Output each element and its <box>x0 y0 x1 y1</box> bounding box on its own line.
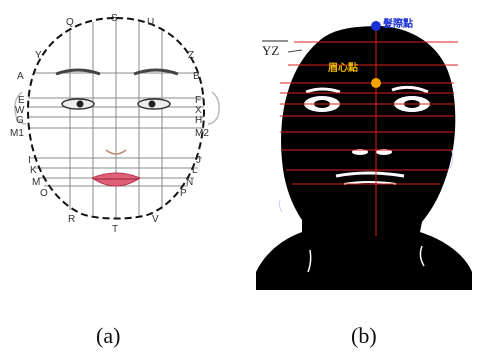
caption-a: (a) <box>96 323 121 348</box>
right-brow-blob <box>391 85 429 94</box>
label-e: E <box>18 95 25 106</box>
label-w: W <box>15 105 25 116</box>
hairline-point-dot <box>371 21 381 31</box>
panel-b-binary-face: 髮際點 眉心點 YZ <box>240 0 478 300</box>
label-m2: M2 <box>195 128 209 139</box>
left-pupil <box>76 100 84 108</box>
mouth-blob <box>335 171 405 178</box>
label-s: S <box>111 13 118 24</box>
red-reference-lines <box>280 26 458 236</box>
label-i: I <box>28 155 31 166</box>
right-ear <box>207 91 220 125</box>
label-j: J <box>196 155 201 166</box>
label-f: F <box>195 95 201 106</box>
label-n: N <box>186 177 193 188</box>
label-g: G <box>16 115 24 126</box>
hairline-point-label: 髮際點 <box>382 17 413 30</box>
label-b: B <box>193 71 200 82</box>
label-m: M <box>32 177 40 188</box>
binary-face-svg: 髮際點 眉心點 YZ <box>256 17 472 290</box>
label-x: X <box>195 105 202 116</box>
label-v: V <box>152 214 159 225</box>
label-k: K <box>30 165 37 176</box>
yz-line-label: YZ <box>262 43 279 58</box>
caption-b: (b) <box>351 323 377 348</box>
label-a: A <box>17 71 24 82</box>
label-u: U <box>147 17 154 28</box>
label-l: L <box>192 165 198 176</box>
label-r: R <box>68 214 75 225</box>
panel-a-face-grid: Q S U Y A E W G M1 I K M O R Z B F X H M… <box>0 0 240 300</box>
brow-center-point-dot <box>371 78 381 88</box>
nose <box>105 149 127 155</box>
right-pupil <box>148 100 156 108</box>
label-t: T <box>112 224 118 235</box>
grid-lines <box>28 18 204 218</box>
face-silhouette <box>256 26 472 290</box>
left-eyebrow <box>55 68 101 76</box>
label-q: Q <box>66 17 74 28</box>
left-ear <box>14 91 27 125</box>
brow-center-point-label: 眉心點 <box>328 61 358 74</box>
face-outline <box>26 16 206 220</box>
yz-pointer <box>287 49 303 53</box>
right-eyebrow <box>133 68 179 76</box>
label-o: O <box>40 188 48 199</box>
face-grid-svg: Q S U Y A E W G M1 I K M O R Z B F X H M… <box>10 13 220 235</box>
label-h: H <box>195 115 202 126</box>
label-m1: M1 <box>10 128 24 139</box>
label-z: Z <box>188 50 194 61</box>
label-y: Y <box>35 50 42 61</box>
left-brow-blob <box>305 87 341 94</box>
label-p: P <box>180 188 187 199</box>
